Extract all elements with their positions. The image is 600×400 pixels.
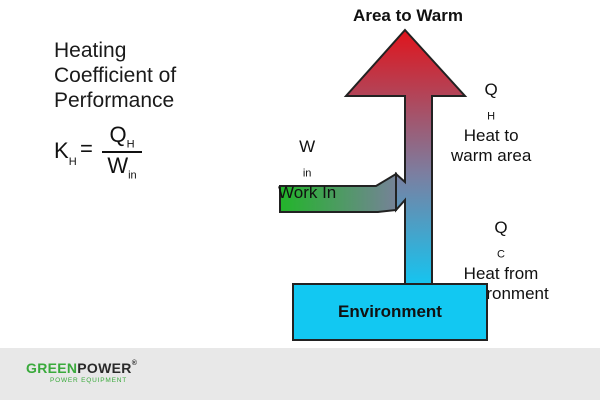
formula-numerator: QH [102,122,142,154]
formula-equals: = [80,136,93,161]
formula-fraction: QH Win [102,122,142,182]
qh-text-line: Heat to [463,126,519,146]
diagram-title: Heating Coefficient of Performance [54,38,176,113]
title-line: Performance [54,89,175,112]
footer-bar [0,348,600,400]
qh-text-line: warm area [451,146,532,166]
environment-box: Environment [292,283,488,341]
formula-denominator: Win [107,153,137,182]
title-line: Coefficient of [54,64,177,87]
win-text: Work In [278,183,337,203]
brand-name: GREENPOWER® [26,360,138,376]
formula-lhs: KH [54,138,77,169]
environment-label: Environment [338,302,442,321]
area-to-warm-label: Area to Warm [353,6,463,25]
brand-tagline: POWER EQUIPMENT [50,377,128,384]
qc-text-line: Heat from [463,264,539,284]
title-line: Heating [54,39,127,62]
brand-logo[interactable]: GREENPOWER® POWER EQUIPMENT [26,360,137,384]
heat-arrow-body [343,28,468,291]
